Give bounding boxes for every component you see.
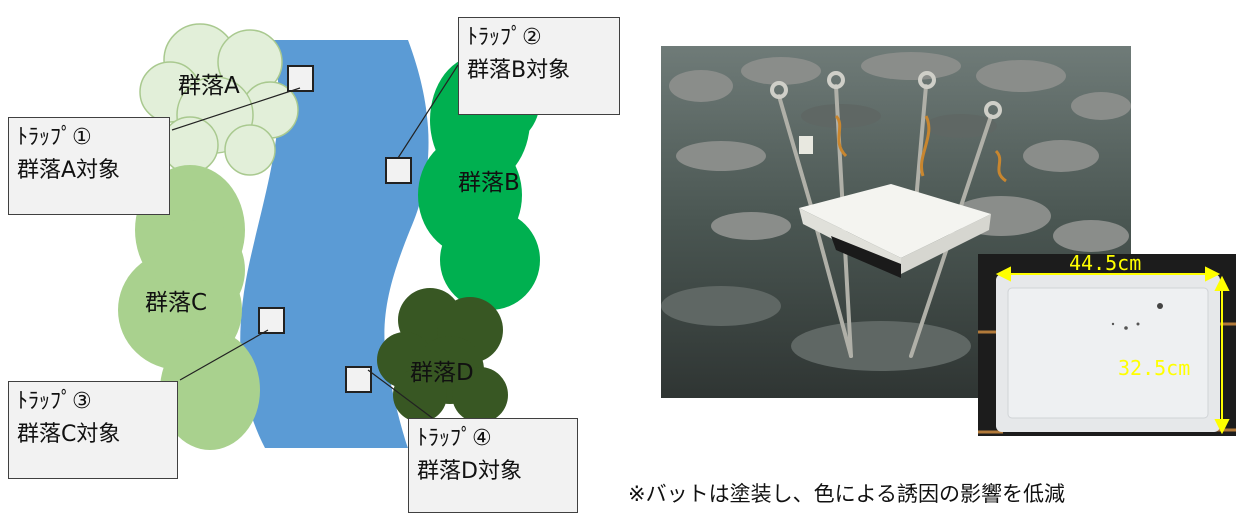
trap-3-leader	[179, 329, 269, 381]
trap-1-title: ﾄﾗｯﾌﾟ①	[17, 125, 92, 150]
trap-2-leader	[397, 64, 459, 159]
tray-depth-label: 32.5cm	[1118, 356, 1191, 380]
community-a-label: 群落A	[178, 73, 240, 99]
community-d-blob	[377, 288, 508, 423]
trap-1-label: ﾄﾗｯﾌﾟ① 群落A対象	[8, 117, 170, 215]
trap-1-marker	[287, 65, 314, 92]
painting-note: ※バットは塗装し、色による誘因の影響を低減	[628, 482, 1065, 506]
river-community-diagram: 群落A 群落B 群落C 群落D	[118, 23, 540, 450]
community-d-label: 群落D	[410, 360, 474, 386]
community-c-label: 群落C	[145, 290, 207, 316]
community-c-blob	[118, 165, 260, 450]
trap-4-marker	[345, 366, 372, 393]
trap-1-leader	[171, 87, 301, 131]
trap-2-marker	[385, 157, 412, 184]
trap-3-marker	[258, 307, 285, 334]
trap-4-target: 群落D対象	[417, 459, 522, 484]
trap-2-target: 群落B対象	[467, 58, 571, 83]
trap-3-title: ﾄﾗｯﾌﾟ③	[17, 389, 92, 414]
tray-width-label: 44.5cm	[1069, 251, 1142, 275]
trap-2-title: ﾄﾗｯﾌﾟ②	[467, 25, 542, 50]
community-a-blob	[139, 23, 299, 176]
trap-4-title: ﾄﾗｯﾌﾟ④	[417, 426, 492, 451]
tray-inset-photo: 44.5cm 32.5cm	[978, 251, 1236, 436]
trap-4-label: ﾄﾗｯﾌﾟ④ 群落D対象	[408, 418, 578, 513]
trap-1-target: 群落A対象	[17, 158, 121, 183]
community-b-label: 群落B	[458, 170, 520, 196]
trap-3-label: ﾄﾗｯﾌﾟ③ 群落C対象	[8, 381, 178, 479]
trap-2-label: ﾄﾗｯﾌﾟ② 群落B対象	[458, 17, 620, 115]
trap-3-target: 群落C対象	[17, 422, 121, 447]
trap-4-leader	[367, 369, 436, 421]
community-b-blob	[418, 55, 540, 310]
